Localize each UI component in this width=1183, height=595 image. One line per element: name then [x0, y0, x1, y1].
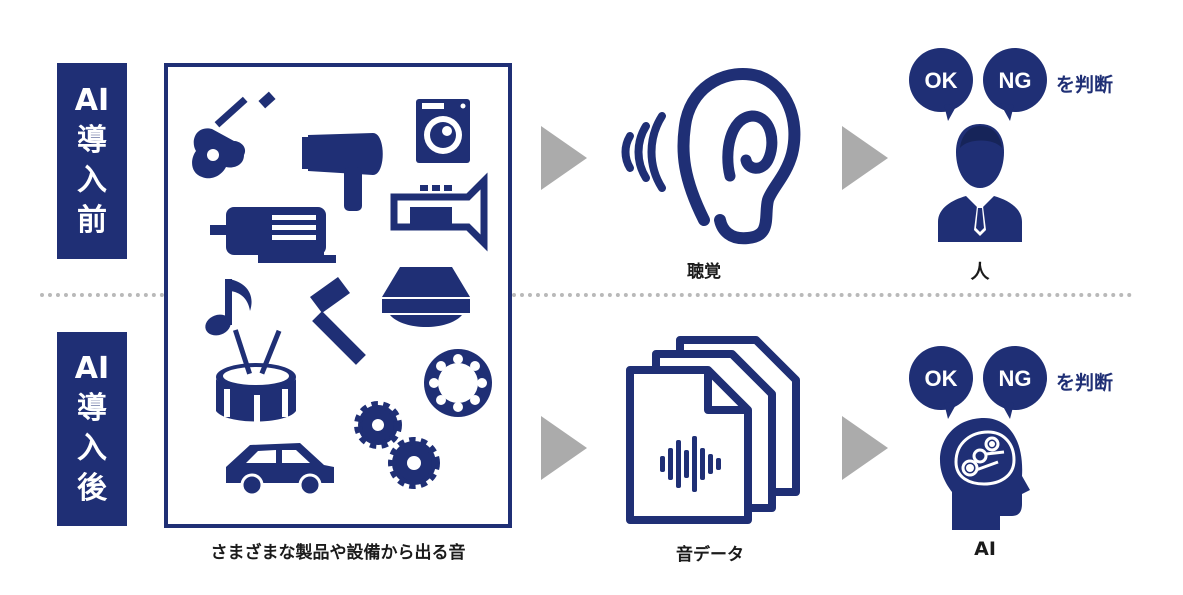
ok-ng-bubbles-before: OK NG — [909, 48, 1047, 121]
ok-bubble-before: OK — [925, 68, 958, 93]
divider-left — [40, 293, 164, 297]
label-before-line-2: 導 — [77, 123, 107, 158]
ng-bubble-after: NG — [999, 366, 1032, 391]
label-before-line-3: 入 — [77, 163, 107, 198]
label-after-ai: AI 導 入 後 — [57, 332, 127, 526]
gears-icon — [354, 401, 440, 489]
sources-caption: さまざまな製品や設備から出る音 — [210, 543, 466, 563]
car-icon — [226, 443, 334, 497]
bearing-icon — [424, 349, 492, 417]
motor-icon — [210, 207, 336, 263]
arrow-before-1 — [541, 126, 587, 190]
judge-text-before: を判断 — [1056, 74, 1114, 96]
label-after-line-2: 導 — [77, 391, 107, 426]
ear-icon — [621, 68, 801, 245]
label-after-line-1: AI — [74, 351, 110, 386]
human-caption: 人 — [970, 261, 990, 283]
label-before-line-4: 前 — [77, 203, 107, 238]
sound-sources-illustration — [192, 91, 492, 497]
ai-caption: AI — [974, 538, 996, 560]
hammer-icon — [310, 277, 366, 365]
ok-ng-bubbles-after: OK NG — [909, 346, 1047, 419]
sound-sources-box — [164, 63, 512, 528]
label-after-line-4: 後 — [77, 471, 107, 506]
hair-dryer-icon — [302, 133, 383, 211]
person-icon — [938, 124, 1022, 242]
guitar-icon — [192, 91, 276, 179]
audio-files-icon — [626, 336, 800, 524]
disc-drive-icon — [382, 267, 470, 327]
drum-icon — [216, 329, 296, 423]
hearing-caption: 聴覚 — [687, 262, 721, 282]
label-before-ai: AI 導 入 前 — [57, 63, 127, 259]
washing-machine-icon — [416, 99, 470, 163]
music-note-icon — [205, 279, 252, 336]
arrow-after-2 — [842, 416, 888, 480]
sound-data-caption: 音データ — [676, 545, 744, 565]
divider-right — [512, 293, 1132, 297]
ng-bubble-before: NG — [999, 68, 1032, 93]
ok-bubble-after: OK — [925, 366, 958, 391]
label-after-line-3: 入 — [77, 431, 107, 466]
judge-text-after: を判断 — [1056, 372, 1114, 394]
label-before-line-1: AI — [74, 83, 110, 118]
arrow-before-2 — [842, 126, 888, 190]
arrow-after-1 — [541, 416, 587, 480]
ai-head-icon — [940, 418, 1030, 530]
trumpet-icon — [390, 172, 488, 252]
